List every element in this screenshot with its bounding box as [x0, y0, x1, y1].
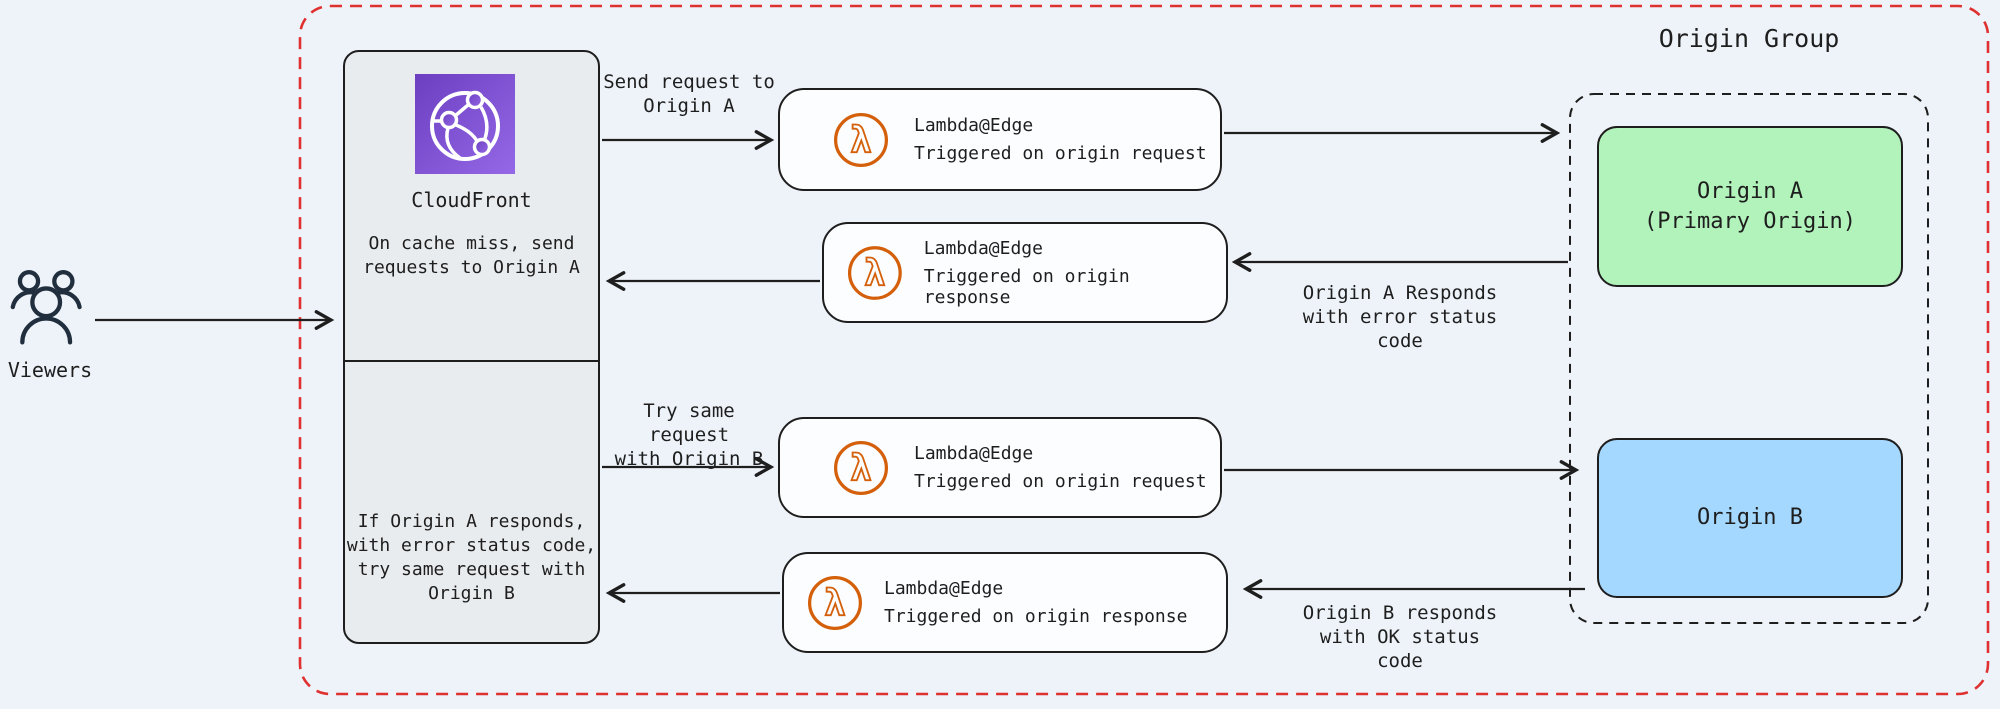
origin-group-title: Origin Group [1658, 24, 1840, 53]
lambda-edge-origin-request-bottom[interactable]: λ Lambda@Edge Triggered on origin reques… [778, 417, 1222, 518]
lambda-edge-origin-request-top[interactable]: λ Lambda@Edge Triggered on origin reques… [778, 88, 1222, 191]
lambda-title: Lambda@Edge [914, 443, 1034, 464]
cloudfront-node[interactable]: CloudFront On cache miss, send requests … [343, 50, 600, 644]
lambda-subtitle: Triggered on origin request [914, 143, 1207, 164]
lambda-icon: λ [807, 575, 863, 630]
lambda-edge-origin-response-top[interactable]: λ Lambda@Edge Triggered on origin respon… [822, 222, 1228, 323]
lambda-edge-origin-response-bottom[interactable]: λ Lambda@Edge Triggered on origin respon… [782, 552, 1228, 653]
viewers-label: Viewers [7, 358, 93, 382]
svg-text:λ: λ [850, 446, 872, 489]
lambda-icon: λ [833, 112, 889, 167]
origin-a-node[interactable]: Origin A (Primary Origin) [1597, 126, 1903, 287]
lambda-subtitle: Triggered on origin response [884, 606, 1188, 627]
svg-text:λ: λ [864, 251, 886, 294]
lambda-icon: λ [847, 245, 902, 300]
label-try-same-request-origin-b: Try same request with Origin B [614, 400, 764, 470]
cloudfront-title: CloudFront [411, 188, 532, 212]
label-origin-a-responds-error: Origin A Responds with error status code [1302, 282, 1498, 352]
svg-text:λ: λ [850, 118, 872, 161]
lambda-title: Lambda@Edge [914, 115, 1034, 136]
cloudfront-bottom-note: If Origin A responds, with error status … [346, 511, 597, 604]
svg-text:λ: λ [824, 581, 846, 624]
label-send-request-origin-a: Send request to Origin A [603, 71, 775, 117]
cloudfront-icon [415, 74, 515, 174]
users-icon [10, 270, 82, 345]
cloudfront-divider [345, 360, 598, 362]
lambda-title: Lambda@Edge [923, 237, 1043, 259]
lambda-subtitle: Triggered on origin response [923, 265, 1130, 308]
lambda-subtitle: Triggered on origin request [914, 471, 1207, 492]
cloudfront-top-note: On cache miss, send requests to Origin A [363, 233, 580, 278]
lambda-icon: λ [833, 440, 889, 495]
origin-b-node[interactable]: Origin B [1597, 438, 1903, 598]
lambda-title: Lambda@Edge [884, 578, 1004, 599]
label-origin-b-responds-ok: Origin B responds with OK status code [1302, 602, 1498, 672]
